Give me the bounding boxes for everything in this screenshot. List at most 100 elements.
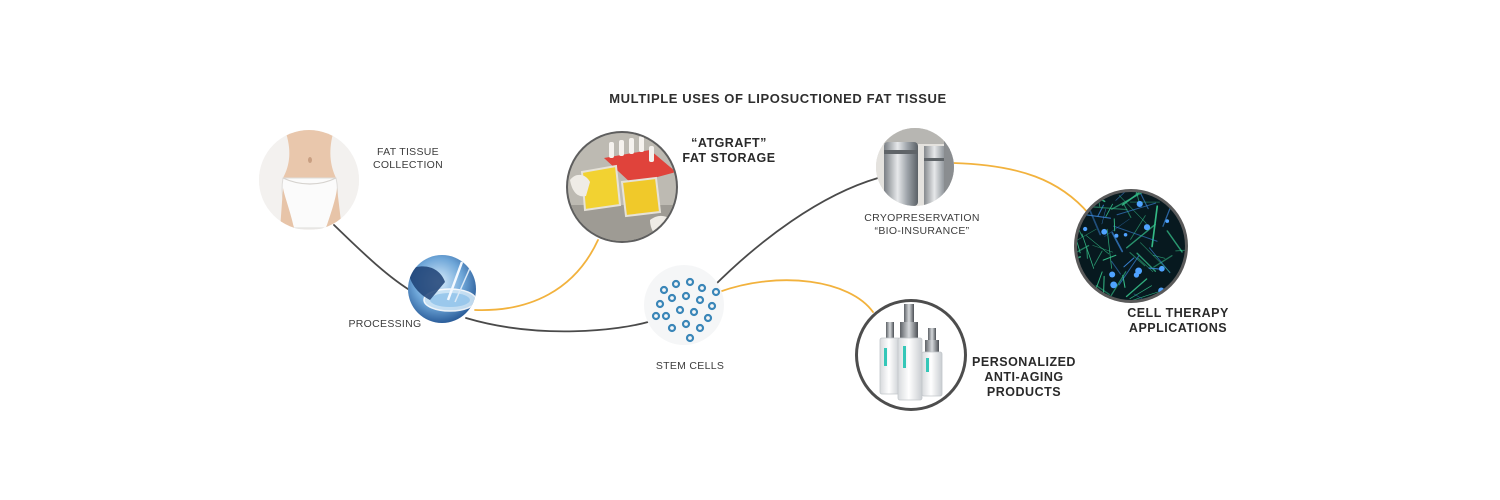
neuron-fiber xyxy=(1101,208,1107,225)
neuron-fiber xyxy=(1129,252,1146,267)
stem-cell-dot xyxy=(675,305,685,315)
stem-cell-dot xyxy=(711,287,721,297)
neuron-fiber xyxy=(1133,293,1155,300)
petri-dish-image xyxy=(408,255,476,323)
neuron-nucleus xyxy=(1143,224,1151,231)
neuron-fiber xyxy=(1081,289,1098,295)
label-cryopreservation: CRYOPRESERVATION “BIO-INSURANCE” xyxy=(860,212,984,238)
stem-cell-dot xyxy=(661,311,671,321)
neuron-fiber xyxy=(1116,202,1157,216)
stem-cell-dot xyxy=(655,299,665,309)
neuron-fiber xyxy=(1118,255,1140,286)
stem-cell-dot xyxy=(651,311,661,321)
line-cryo-to-cell-therapy xyxy=(952,162,1090,215)
neuron-nucleus xyxy=(1109,271,1116,278)
stem-cells-icon xyxy=(644,265,724,345)
line-processing-to-atgraft xyxy=(474,239,599,311)
line-stem-cells-to-anti-aging xyxy=(718,279,874,313)
neuron-fiber xyxy=(1077,216,1081,254)
label-cryo-line1: CRYOPRESERVATION xyxy=(864,212,980,224)
neuron-fiber xyxy=(1106,228,1113,269)
neuron-fiber xyxy=(1113,225,1158,242)
neuron-fiber xyxy=(1115,291,1159,300)
label-anti-line1: PERSONALIZED xyxy=(972,355,1076,369)
label-therapy-line1: CELL THERAPY xyxy=(1127,306,1229,320)
neuron-fiber xyxy=(1086,235,1110,255)
stem-cell-dot xyxy=(681,319,691,329)
label-processing: PROCESSING xyxy=(348,318,422,330)
neuron-nucleus xyxy=(1158,265,1165,272)
label-atgraft-line2: FAT STORAGE xyxy=(682,151,776,165)
stem-cell-dot xyxy=(689,307,699,317)
stem-cell-dot xyxy=(703,313,713,323)
neuron-fiber xyxy=(1105,203,1113,218)
label-stem-cells: STEM CELLS xyxy=(655,360,725,372)
label-cryo-line2: “BIO-INSURANCE” xyxy=(874,225,970,237)
diagram-title: MULTIPLE USES OF LIPOSUCTIONED FAT TISSU… xyxy=(609,91,947,106)
stem-cell-dot xyxy=(695,323,705,333)
neuron-fiber xyxy=(1111,231,1124,253)
label-collection-line2: COLLECTION xyxy=(372,159,444,171)
neuron-nucleus xyxy=(1133,272,1140,278)
neuron-fiber xyxy=(1077,244,1090,256)
neuron-fiber xyxy=(1115,192,1126,201)
neuron-fiber xyxy=(1077,294,1080,296)
neuron-fiber xyxy=(1122,274,1126,288)
stem-cell-dot xyxy=(707,301,717,311)
neuron-nucleus xyxy=(1083,226,1088,232)
neuron-fiber xyxy=(1104,218,1130,237)
neuron-fiber xyxy=(1153,255,1173,268)
neuron-fiber xyxy=(1111,260,1121,275)
neuron-fiber xyxy=(1123,257,1135,268)
label-anti-line2: ANTI-AGING xyxy=(984,370,1064,384)
neuron-fiber xyxy=(1081,233,1095,269)
label-therapy-line2: APPLICATIONS xyxy=(1128,321,1228,335)
stem-cell-dot xyxy=(659,285,669,295)
label-atgraft-fat-storage: “ATGRAFT” FAT STORAGE xyxy=(674,136,784,166)
neuron-fiber xyxy=(1077,228,1097,253)
neuron-nucleus xyxy=(1110,281,1118,289)
label-fat-tissue-collection: FAT TISSUE COLLECTION xyxy=(360,146,456,172)
neuron-nucleus xyxy=(1123,232,1128,237)
line-stem-cells-to-cryo xyxy=(712,177,879,288)
neuron-fiber xyxy=(1140,242,1171,273)
stem-cell-dot xyxy=(685,333,695,343)
label-anti-aging-products: PERSONALIZED ANTI-AGING PRODUCTS xyxy=(964,355,1084,400)
neuron-fiber xyxy=(1127,192,1141,207)
label-collection-line1: FAT TISSUE xyxy=(377,146,439,158)
neuron-fiber xyxy=(1093,250,1103,266)
neuron-fiber xyxy=(1102,254,1117,261)
neuron-fiber xyxy=(1086,247,1089,259)
neuron-fiber xyxy=(1102,293,1106,300)
neuron-fiber xyxy=(1125,278,1148,298)
label-cell-therapy-applications: CELL THERAPY APPLICATIONS xyxy=(1118,306,1238,336)
neuron-fiber xyxy=(1152,254,1166,259)
stem-cell-dot xyxy=(697,283,707,293)
neuron-fiber xyxy=(1095,284,1110,296)
stem-cell-dot xyxy=(667,323,677,333)
neuron-fiber xyxy=(1086,205,1128,211)
neuron-fiber xyxy=(1166,230,1183,253)
line-collection-to-processing xyxy=(333,224,419,296)
stem-cell-dot xyxy=(667,293,677,303)
neuron-nucleus xyxy=(1165,219,1170,223)
stem-cell-dot xyxy=(681,291,691,301)
line-processing-to-stem-cells xyxy=(465,317,649,333)
label-atgraft-line1: “ATGRAFT” xyxy=(691,136,767,150)
neuron-nucleus xyxy=(1101,228,1108,235)
label-anti-line3: PRODUCTS xyxy=(986,385,1062,399)
neuron-fiber xyxy=(1077,203,1083,237)
neuron-fiber xyxy=(1100,271,1127,300)
cosmetic-bottles-image xyxy=(855,299,967,411)
neuron-fiber xyxy=(1118,195,1147,224)
neuron-fiber xyxy=(1094,192,1123,194)
stem-cell-dot xyxy=(685,277,695,287)
neuron-nucleus xyxy=(1136,200,1143,208)
neuron-fiber xyxy=(1097,204,1105,217)
neuron-fiber xyxy=(1125,223,1156,249)
neuron-nucleus xyxy=(1114,233,1119,238)
neuron-fiber xyxy=(1137,257,1154,273)
stem-cell-dot xyxy=(671,279,681,289)
fat-storage-bags-image xyxy=(566,131,678,243)
